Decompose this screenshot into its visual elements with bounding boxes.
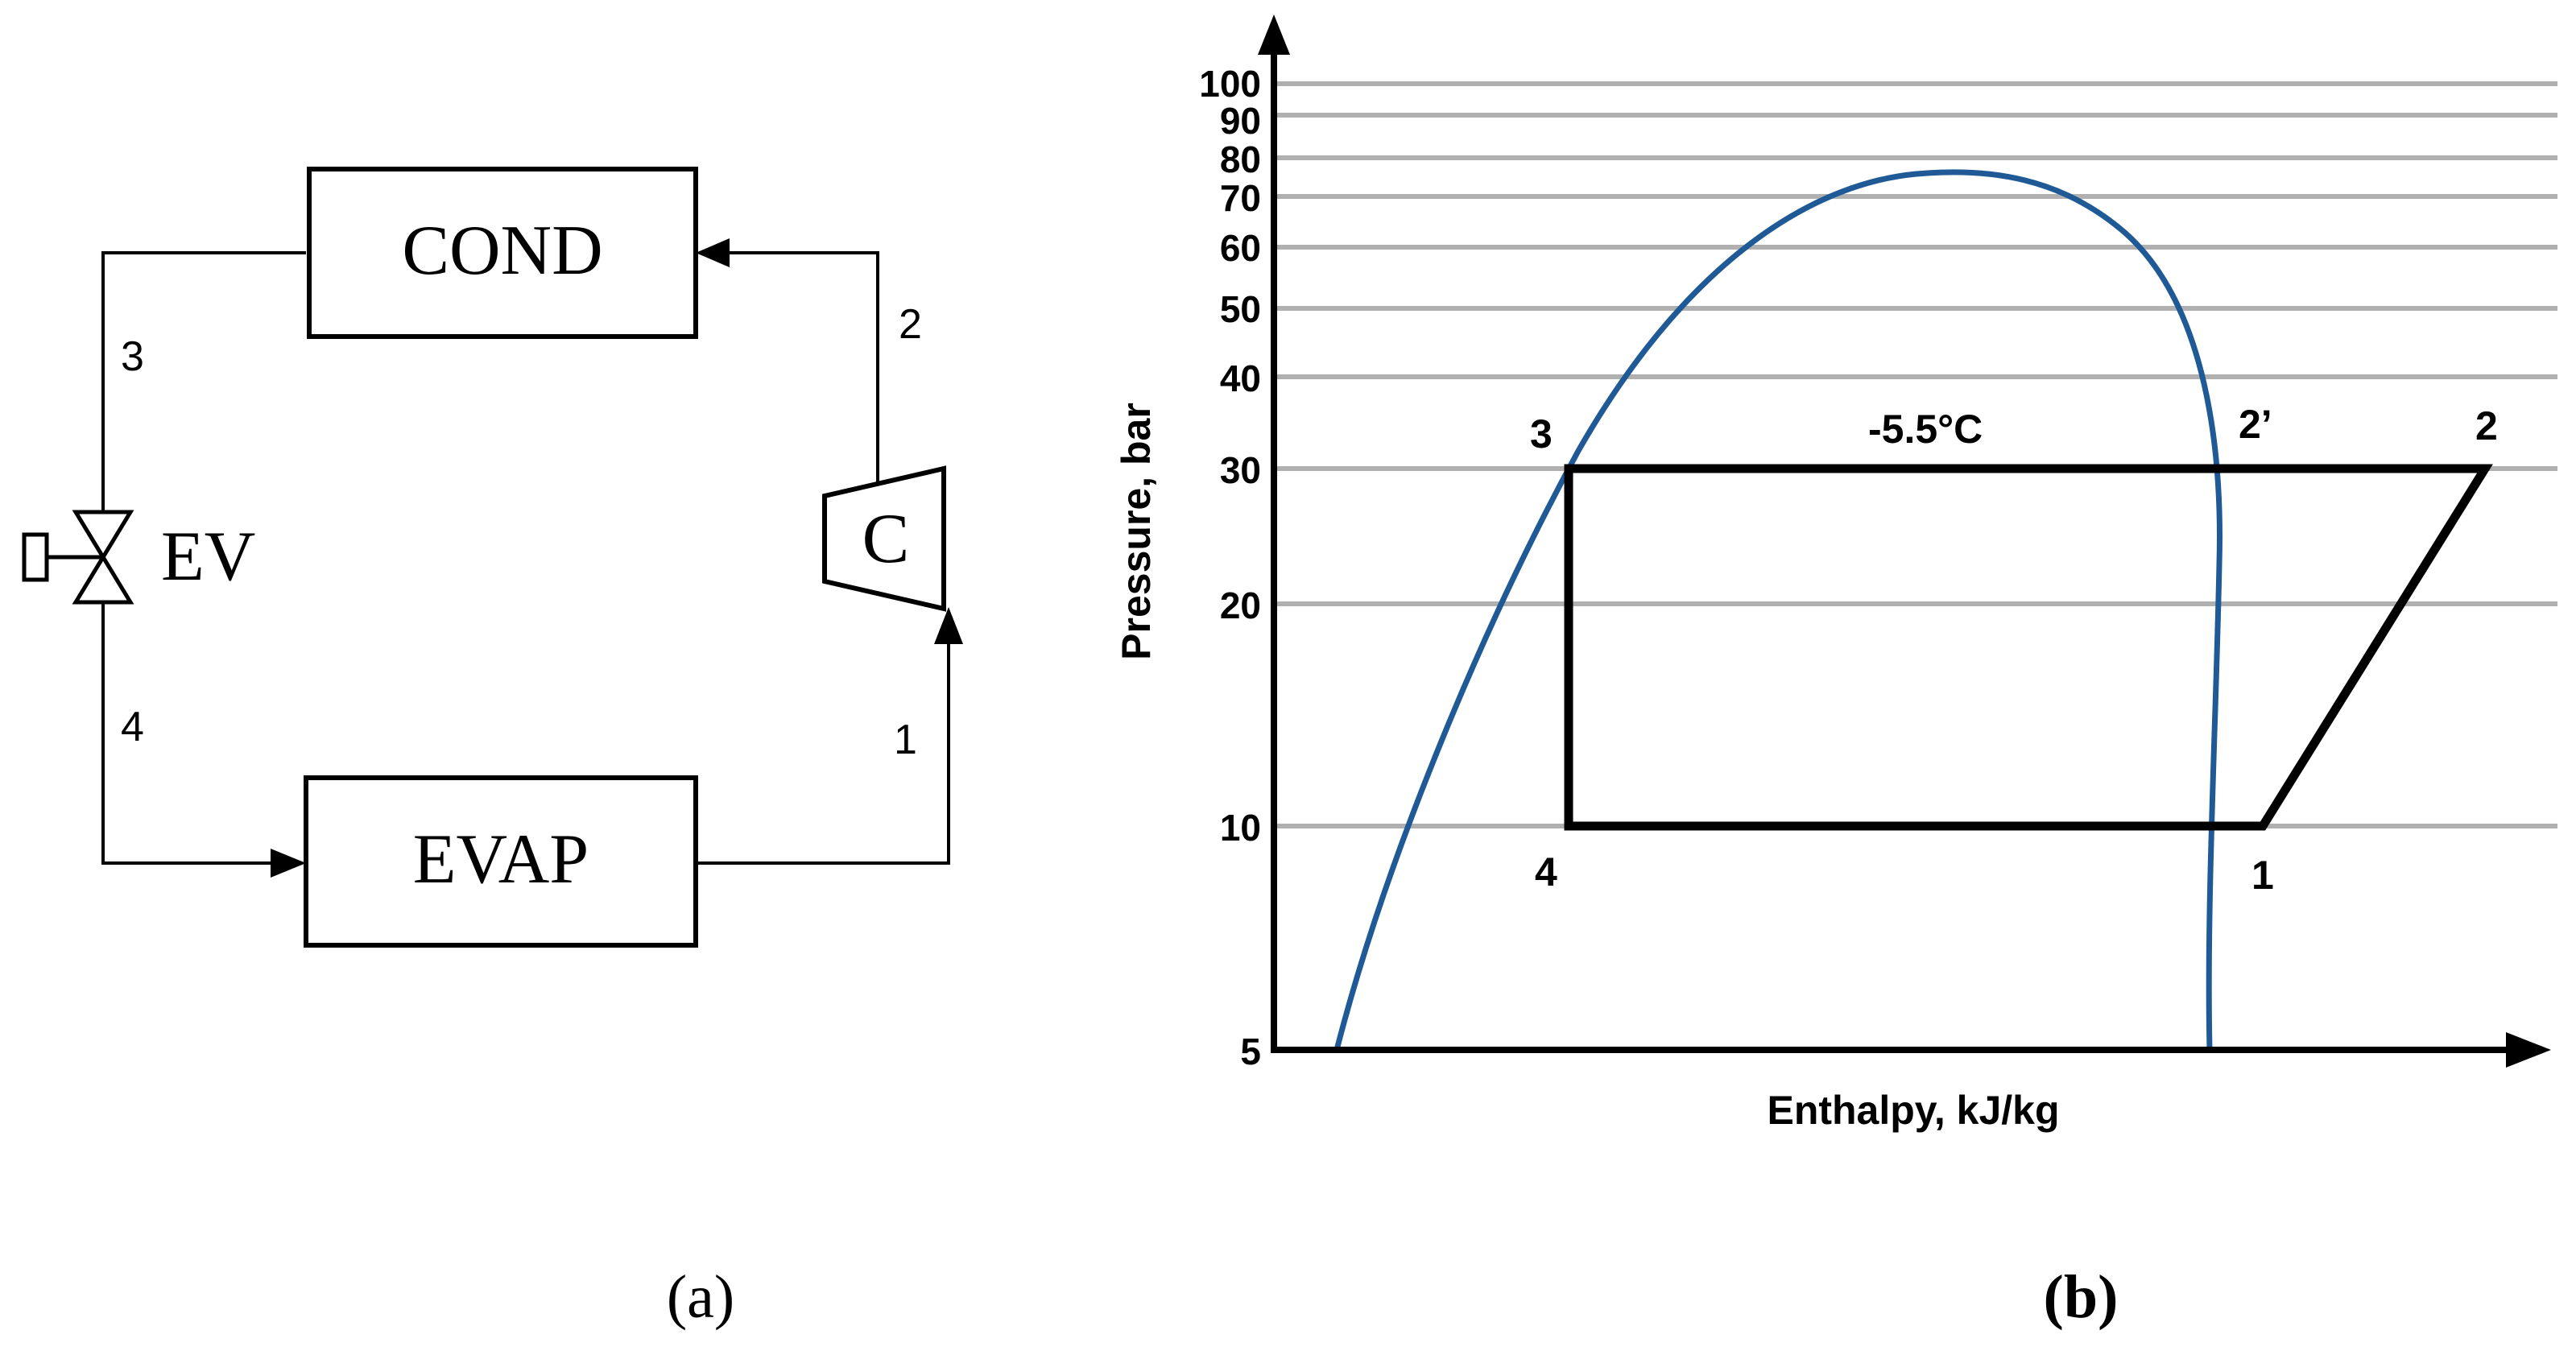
y-tick-30: 30 — [1220, 449, 1261, 491]
condenser-label: COND — [402, 212, 602, 290]
panel-b-ph-diagram: 100 90 80 70 60 50 40 30 20 10 5 Pressur… — [1114, 14, 2557, 1331]
y-tick-70: 70 — [1220, 177, 1261, 219]
pipe-compressor-to-cond — [730, 251, 879, 483]
evaporator-label: EVAP — [413, 820, 589, 899]
state-label-2: 2 — [899, 301, 922, 348]
y-axis-title: Pressure, bar — [1114, 403, 1159, 660]
point-label-3: 3 — [1530, 411, 1553, 457]
arrow-into-evap — [271, 849, 306, 878]
valve-label: EV — [161, 518, 255, 596]
compressor-icon — [822, 465, 946, 612]
y-axis-arrow — [1258, 14, 1290, 55]
caption-a: (a) — [667, 1263, 734, 1331]
arrow-into-cond — [696, 238, 730, 267]
point-label-2: 2 — [2475, 403, 2498, 448]
schematic-pipes — [101, 251, 950, 865]
panel-a-schematic: COND EVAP C EV 3 4 2 1 (a) — [22, 167, 963, 1331]
y-tick-50: 50 — [1220, 288, 1261, 330]
cycle-path — [1564, 464, 2493, 831]
y-tick-60: 60 — [1220, 227, 1261, 269]
y-tick-90: 90 — [1220, 100, 1261, 142]
condenser-box — [307, 167, 698, 339]
pipe-valve-to-evap — [101, 602, 274, 865]
y-tick-10: 10 — [1220, 807, 1261, 849]
pipe-evap-to-compressor — [697, 644, 950, 865]
state-label-3: 3 — [121, 333, 144, 380]
y-tick-80: 80 — [1220, 138, 1261, 180]
arrow-into-compressor — [934, 607, 963, 644]
temperature-label: -5.5°C — [1868, 407, 1983, 452]
state-label-4: 4 — [121, 704, 144, 750]
pipe-cond-to-valve — [101, 251, 306, 512]
y-tick-100: 100 — [1199, 63, 1261, 105]
saturation-dome-curve — [1333, 169, 2222, 1051]
compressor-label: C — [862, 500, 910, 578]
expansion-valve-icon — [22, 510, 134, 605]
point-label-4: 4 — [1535, 849, 1557, 894]
grid-lines — [1274, 81, 2557, 828]
state-label-1: 1 — [894, 717, 917, 763]
x-axis-arrow — [2506, 1032, 2551, 1068]
y-tick-40: 40 — [1220, 357, 1261, 399]
y-tick-20: 20 — [1220, 585, 1261, 626]
point-label-1: 1 — [2251, 853, 2274, 898]
x-axis-title: Enthalpy, kJ/kg — [1767, 1088, 2059, 1133]
evaporator-box — [304, 775, 698, 948]
cycle-point-labels: 3 2’ 2 4 1 -5.5°C — [1530, 402, 2498, 898]
y-tick-5: 5 — [1240, 1031, 1261, 1072]
caption-b: (b) — [2044, 1263, 2119, 1331]
y-tick-labels: 100 90 80 70 60 50 40 30 20 10 5 — [1199, 63, 1261, 1072]
point-label-2-prime: 2’ — [2239, 402, 2272, 447]
